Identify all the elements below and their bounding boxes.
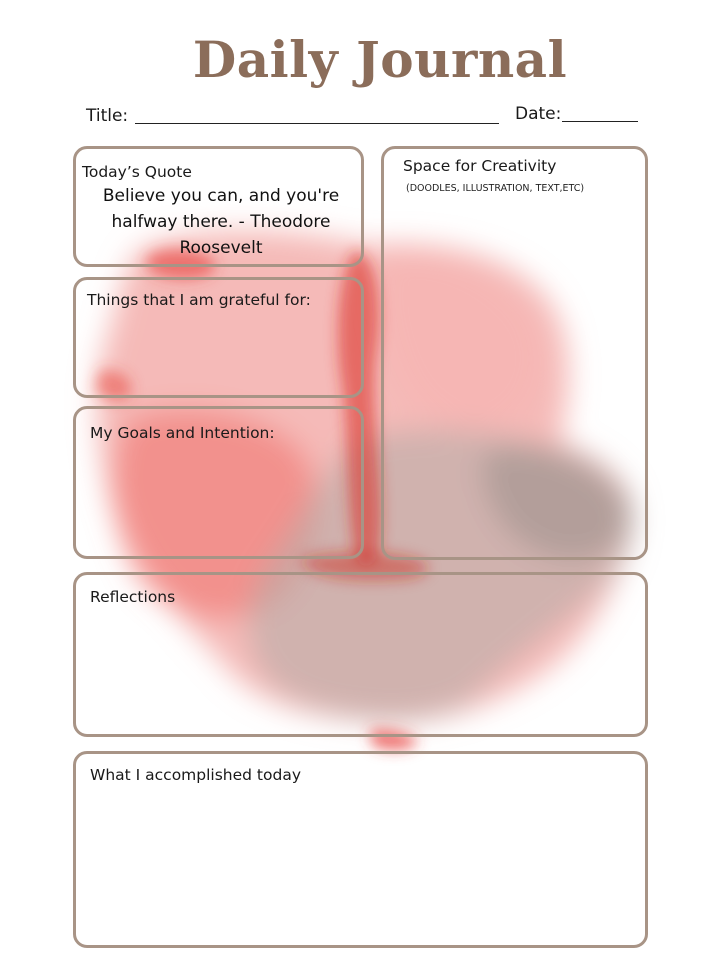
creativity-label: Space for Creativity [403,157,557,175]
reflections-box[interactable]: Reflections [73,572,648,737]
accomplished-box[interactable]: What I accomplished today [73,751,648,948]
creativity-box[interactable]: Space for Creativity (DOODLES, ILLUSTRAT… [381,146,648,560]
grateful-label: Things that I am grateful for: [87,291,311,309]
date-input-line[interactable] [562,121,638,122]
reflections-label: Reflections [90,588,176,606]
accomplished-label: What I accomplished today [90,766,301,784]
date-field-label: Date: [515,104,562,124]
quote-text: Believe you can, and you're halfway ther… [102,186,340,258]
quote-box: Today’s Quote Believe you can, and you'r… [73,146,364,267]
goals-label: My Goals and Intention: [90,424,275,442]
title-field-label: Title: [86,106,129,126]
creativity-sublabel: (DOODLES, ILLUSTRATION, TEXT,ETC) [406,183,585,194]
quote-label: Today’s Quote [82,163,192,181]
page-title: Daily Journal [192,30,568,89]
goals-box[interactable]: My Goals and Intention: [73,406,364,559]
title-input-line[interactable] [135,123,499,124]
grateful-box[interactable]: Things that I am grateful for: [73,277,364,398]
